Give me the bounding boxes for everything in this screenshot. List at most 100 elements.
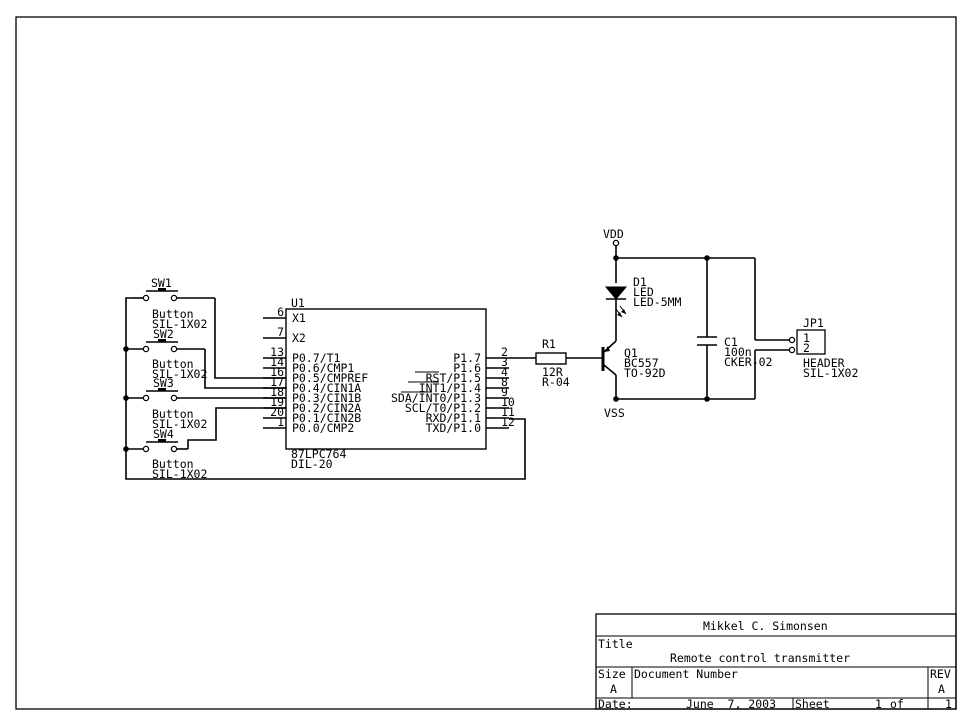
q1-ref: Q1 (624, 346, 638, 360)
size-label: Size (598, 667, 626, 681)
u1-right-pin-name: TXD/P1.0 (426, 421, 481, 435)
d1-value: LED (633, 285, 654, 299)
jp1-pin2: 2 (803, 341, 810, 355)
d1-footprint: LED-5MM (633, 295, 682, 309)
date-value: June 7, 2003 (686, 697, 776, 711)
u1-right-pin-number: 12 (501, 415, 515, 429)
u1-left-pin-name: P0.0/CMP2 (292, 421, 354, 435)
jp1-value: HEADER (803, 356, 845, 370)
sw1-footprint: SIL-1X02 (152, 317, 207, 331)
sheet-number: 1 (875, 697, 882, 711)
title-label: Title (598, 637, 633, 651)
sheet-of-label: of (890, 697, 904, 711)
u1-right-pin-name: RXD/P1.1 (426, 411, 481, 425)
date-label: Date: (598, 697, 633, 711)
u1-left-pin-number: 17 (270, 375, 284, 389)
u1-right-pin-number: 8 (501, 375, 508, 389)
u1-left-pin-number: 7 (277, 325, 284, 339)
u1-right-pin-number: 4 (501, 365, 508, 379)
r1-ref: R1 (542, 337, 556, 351)
u1-left-pin-number: 14 (270, 355, 284, 369)
q1-footprint: TO-92D (624, 366, 666, 380)
u1-left-pin-name: P0.2/CIN2A (292, 401, 361, 415)
u1-left-pin-number: 18 (270, 385, 284, 399)
c1-ref: C1 (724, 335, 738, 349)
u1-footprint: DIL-20 (291, 457, 333, 471)
u1-right-pin-number: 9 (501, 385, 508, 399)
title-block: Mikkel C. Simonsen Title Remote control … (595, 613, 957, 711)
jp1-footprint: SIL-1X02 (803, 366, 858, 380)
u1-left-pin-number: 1 (277, 415, 284, 429)
switch-sw2: SW2 Button SIL-1X02 (126, 327, 207, 381)
c1-value: 100n (724, 345, 752, 359)
u1-left-pin-name: X1 (292, 311, 306, 325)
u1-right-pin-name: P1.7 (453, 351, 481, 365)
sw2-value: Button (152, 357, 194, 371)
u1-left-pin-name: P0.3/CIN1B (292, 391, 361, 405)
header-jp1: 1 2 JP1 HEADER SIL-1X02 (788, 316, 858, 380)
switch-to-mcu-wires (187, 298, 286, 449)
u1-left-pin-number: 19 (270, 395, 284, 409)
sw3-footprint: SIL-1X02 (152, 417, 207, 431)
u1-right-pin-name: RST/P1.5 (426, 371, 481, 385)
u1-right-pins: 2 P1.7 3 P1.6 4 RST/P1.5 8 INT1/P1.4 9 SDA/INT0/P… (391, 345, 515, 435)
u1-left-pin-name: P0.5/CMPREF (292, 371, 368, 385)
u1-right-pin-name: P1.6 (453, 361, 481, 375)
rev-value: A (938, 682, 945, 696)
transistor-q1: Q1 BC557 TO-92D (601, 340, 666, 399)
u1-left-pin-name: X2 (292, 331, 306, 345)
sheet-label: Sheet (795, 697, 830, 711)
u1-left-pin-name: P0.4/CIN1A (292, 381, 361, 395)
q1-value: BC557 (624, 356, 659, 370)
r1-footprint: R-04 (542, 375, 570, 389)
title-text: Remote control transmitter (670, 651, 850, 665)
sw4-value: Button (152, 457, 194, 471)
sw2-footprint: SIL-1X02 (152, 367, 207, 381)
sw3-ref: SW3 (153, 376, 174, 390)
u1-right-pin-number: 3 (501, 355, 508, 369)
switch-common-wire (123, 297, 526, 480)
capacitor-c1: C1 100n CKER-02 (697, 258, 772, 399)
vdd-label: VDD (603, 227, 624, 241)
title-author: Mikkel C. Simonsen (703, 619, 828, 633)
jp1-ref: JP1 (803, 316, 824, 330)
u1-right-pin-name: INT1/P1.4 (419, 381, 481, 395)
vdd-supply: VDD (603, 227, 792, 341)
switch-sw3: SW3 Button SIL-1X02 (126, 376, 286, 431)
u1-left-pin-number: 16 (270, 365, 284, 379)
u1-value: 87LPC764 (291, 447, 346, 461)
rev-label: REV (930, 667, 951, 681)
docnum-label: Document Number (634, 667, 738, 681)
sw2-ref: SW2 (153, 327, 174, 341)
u1-right-pin-number: 11 (501, 405, 515, 419)
sheet-total: 1 (945, 697, 952, 711)
d1-ref: D1 (633, 275, 647, 289)
sw1-ref: SW1 (151, 276, 172, 290)
u1-left-pin-number: 20 (270, 405, 284, 419)
sw4-footprint: SIL-1X02 (152, 467, 207, 481)
c1-footprint: CKER-02 (724, 355, 772, 369)
vss-label: VSS (604, 406, 625, 420)
sheet-border (15, 16, 957, 710)
u1-left-pin-number: 13 (270, 345, 284, 359)
u1-right-pin-number: 2 (501, 345, 508, 359)
u1-left-pin-name: P0.6/CMP1 (292, 361, 354, 375)
vss-supply: VSS (604, 349, 792, 420)
resistor-r1: R1 12R R-04 (535, 337, 570, 389)
u1-ref: U1 (291, 296, 305, 310)
sw1-value: Button (152, 307, 194, 321)
switch-sw4: SW4 Button SIL-1X02 (126, 427, 207, 481)
u1-right-pin-name: SCL/T0/P1.2 (405, 401, 481, 415)
u1-right-pin-name: SDA/INT0/P1.3 (391, 391, 481, 405)
jp1-pin1: 1 (803, 331, 810, 345)
sw4-ref: SW4 (153, 427, 174, 441)
sw3-value: Button (152, 407, 194, 421)
r1-value: 12R (542, 365, 563, 379)
switch-sw1: SW1 Button SIL-1X02 (132, 276, 215, 331)
u1-left-pin-name: P0.1/CIN2B (292, 411, 361, 425)
u1-left-pin-number: 6 (277, 305, 284, 319)
size-value: A (610, 682, 617, 696)
